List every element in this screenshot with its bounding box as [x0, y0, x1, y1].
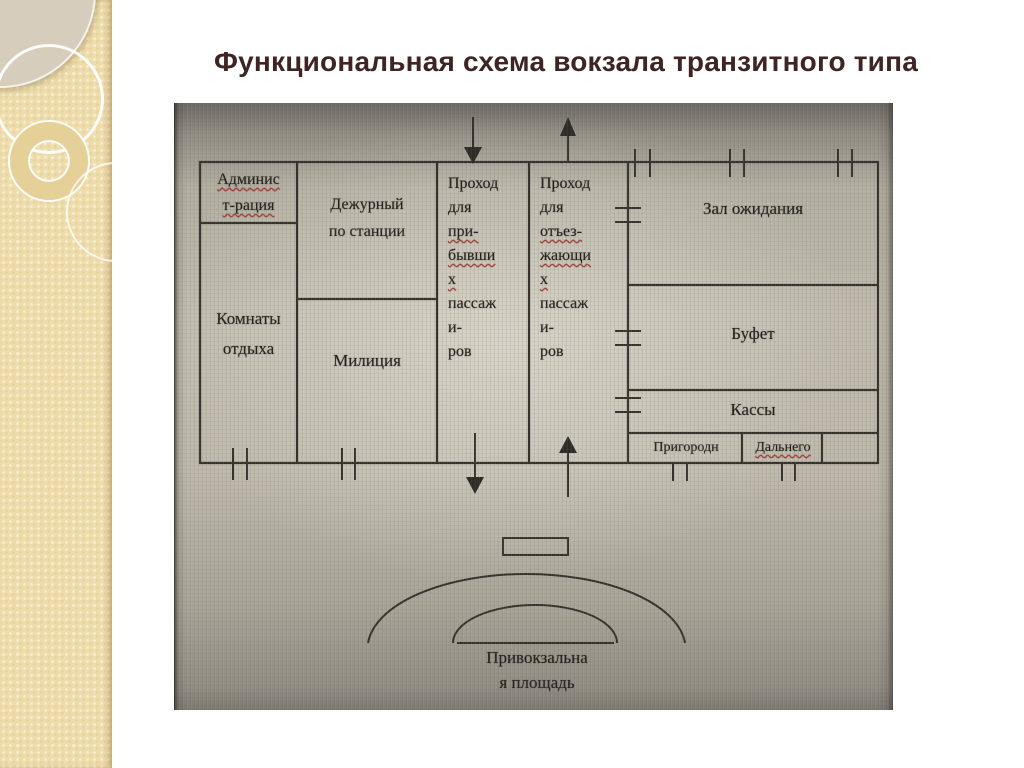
label-line: ров [540, 343, 564, 360]
label-line: Зал ожидания [702, 199, 804, 218]
label-line: Комнаты [216, 309, 281, 328]
label-line: и- [448, 319, 462, 336]
label-station-square: Привокзальна я площадь [437, 645, 637, 695]
passage-door-ticks [615, 208, 641, 412]
decorative-donut-ring [10, 122, 88, 200]
room-label-passage-departing: Проход для отъез- жающи х пассаж и- ров [540, 172, 626, 364]
label-line: Буфет [731, 324, 775, 343]
decorative-sidebar [0, 0, 112, 768]
label-line: для [448, 199, 472, 216]
label-line: Пригородн [653, 440, 719, 455]
label-line: Дальнего [755, 440, 811, 455]
interior-walls [200, 162, 878, 463]
label-line: жающи [540, 247, 591, 264]
label-line: Привокзальна [486, 648, 588, 667]
floor-plan-drawing [174, 117, 893, 710]
room-label-duty-officer: Дежурный по станции [297, 191, 437, 245]
square-outer-arc [368, 574, 685, 643]
label-line: пассаж [540, 295, 589, 312]
room-label-ticket-offices: Кассы [628, 399, 878, 422]
label-line: Проход [540, 175, 591, 192]
room-label-suburban: Пригородн [630, 439, 742, 458]
room-label-buffet: Буфет [628, 323, 878, 346]
square-inner-arc [453, 605, 617, 643]
room-label-passage-arriving: Проход для при- бывши х пассаж и- ров [448, 172, 534, 364]
stop-rectangle [503, 538, 568, 555]
label-line: я площадь [499, 673, 575, 692]
label-line: для [540, 199, 564, 216]
room-label-administration: Админис т-рация [200, 167, 297, 219]
label-line: Дежурный [330, 196, 404, 213]
label-line: Милиция [333, 351, 401, 370]
label-line: при- [448, 223, 479, 240]
bottom-right-ticks [673, 464, 795, 481]
label-line: бывши [448, 247, 496, 264]
arrow-departing-from-square [559, 436, 577, 497]
room-label-police: Милиция [297, 350, 437, 373]
diagram-photo: Админис т-рация Дежурный по станции Комн… [174, 103, 893, 710]
label-line: х [448, 271, 456, 288]
label-line: Проход [448, 175, 499, 192]
label-line: т-рация [222, 197, 275, 214]
label-line: и- [540, 319, 554, 336]
label-line: ров [448, 343, 472, 360]
building-outline [200, 162, 878, 463]
label-line: х [540, 271, 548, 288]
arrow-arriving-to-square [466, 433, 484, 494]
room-label-rest-rooms: Комнаты отдыха [200, 304, 297, 364]
arrow-departing-to-platform [560, 117, 576, 163]
label-line: Кассы [730, 400, 776, 419]
label-line: отъез- [540, 223, 582, 240]
label-line: по станции [328, 223, 406, 240]
label-line: пассаж [448, 295, 497, 312]
label-line: отдыха [222, 339, 275, 358]
slide-title: Функциональная схема вокзала транзитного… [214, 46, 918, 77]
room-label-long-distance: Дальнего [744, 439, 822, 458]
label-line: Админис [217, 171, 280, 188]
arrow-arriving-from-platform [464, 117, 482, 164]
top-platform-ticks [635, 149, 852, 177]
room-label-waiting-hall: Зал ожидания [628, 198, 878, 221]
bottom-left-ticks [233, 448, 355, 480]
